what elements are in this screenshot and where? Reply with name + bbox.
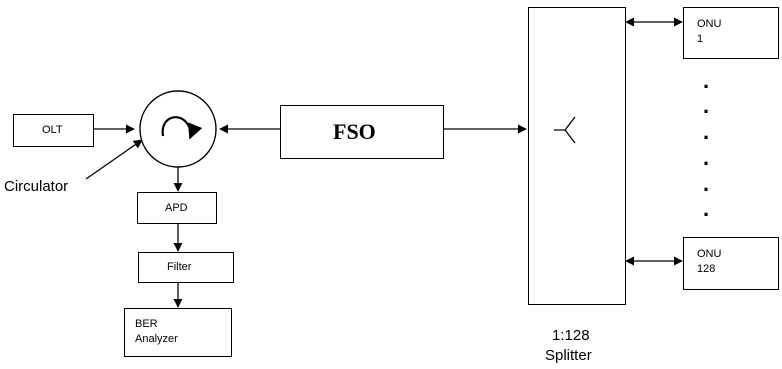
filter-block: Filter [138, 252, 234, 283]
apd-label: APD [165, 202, 188, 214]
olt-block: OLT [13, 114, 94, 147]
fso-label: FSO [333, 119, 376, 144]
circulator-callout-arrow [85, 139, 143, 180]
onu-1-label-line2: 1 [697, 33, 704, 45]
ellipsis-dot: . [703, 171, 710, 196]
onu-ellipsis: . . . . . . [700, 70, 720, 220]
onu-128-block: ONU 128 [683, 237, 779, 290]
ber-label-line1: BER [135, 318, 158, 330]
circulator-label: Circulator [4, 178, 69, 195]
splitter-block [528, 7, 626, 305]
onu-128-label-line1: ONU [697, 248, 722, 260]
ellipsis-dot: . [703, 68, 710, 93]
onu-1-label-line1: ONU [697, 18, 722, 30]
circulator-arc-icon [161, 116, 203, 140]
ellipsis-dot: . [703, 196, 710, 221]
onu-128-label-line2: 128 [697, 263, 716, 275]
filter-label: Filter [167, 261, 192, 273]
ellipsis-dot: . [703, 93, 710, 118]
splitter-symbol-icon [554, 116, 576, 144]
olt-label: OLT [42, 124, 63, 136]
apd-block: APD [137, 192, 217, 224]
ber-label-line2: Analyzer [135, 333, 178, 345]
ellipsis-dot: . [703, 145, 710, 170]
onu-1-block: ONU 1 [683, 7, 779, 59]
ellipsis-dot: . [703, 119, 710, 144]
ber-analyzer-block: BER Analyzer [124, 308, 232, 357]
splitter-ratio-label: 1:128 [552, 327, 590, 344]
splitter-name-label: Splitter [545, 347, 592, 364]
circulator-circle [139, 90, 217, 168]
fso-block: FSO [280, 105, 444, 159]
